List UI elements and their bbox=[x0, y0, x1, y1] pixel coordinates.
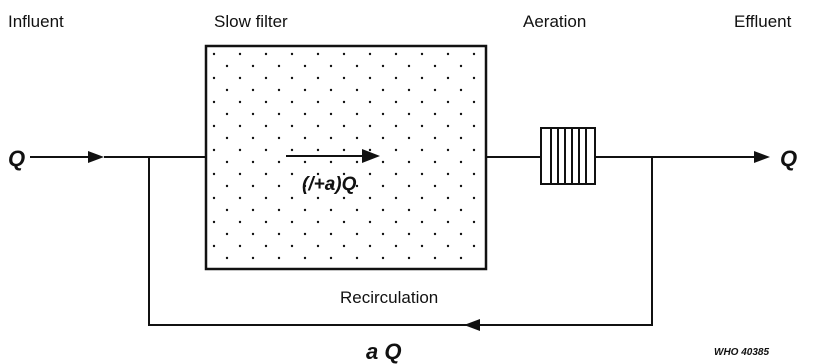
inlet-arrow-icon bbox=[88, 151, 104, 163]
slow-filter-box bbox=[204, 44, 488, 271]
inlet-flow-label: Q bbox=[8, 146, 25, 171]
outlet-flow-label: Q bbox=[780, 146, 797, 171]
recirculation-flow-label: a Q bbox=[366, 339, 401, 364]
filter-flow-arrow-icon bbox=[362, 149, 380, 163]
slow-filter-label: Slow filter bbox=[214, 12, 288, 31]
recirculation-pipe bbox=[148, 157, 653, 326]
figure-code: WHO 40385 bbox=[714, 347, 769, 358]
effluent-label: Effluent bbox=[734, 12, 792, 31]
influent-label: Influent bbox=[8, 12, 64, 31]
outlet-arrow-icon bbox=[754, 151, 770, 163]
filter-flow-label: (/+a)Q bbox=[302, 174, 357, 195]
recirculation-arrow-icon bbox=[464, 319, 480, 331]
aeration-label: Aeration bbox=[523, 12, 586, 31]
aeration-unit bbox=[540, 127, 596, 185]
recirculation-label: Recirculation bbox=[340, 288, 438, 307]
